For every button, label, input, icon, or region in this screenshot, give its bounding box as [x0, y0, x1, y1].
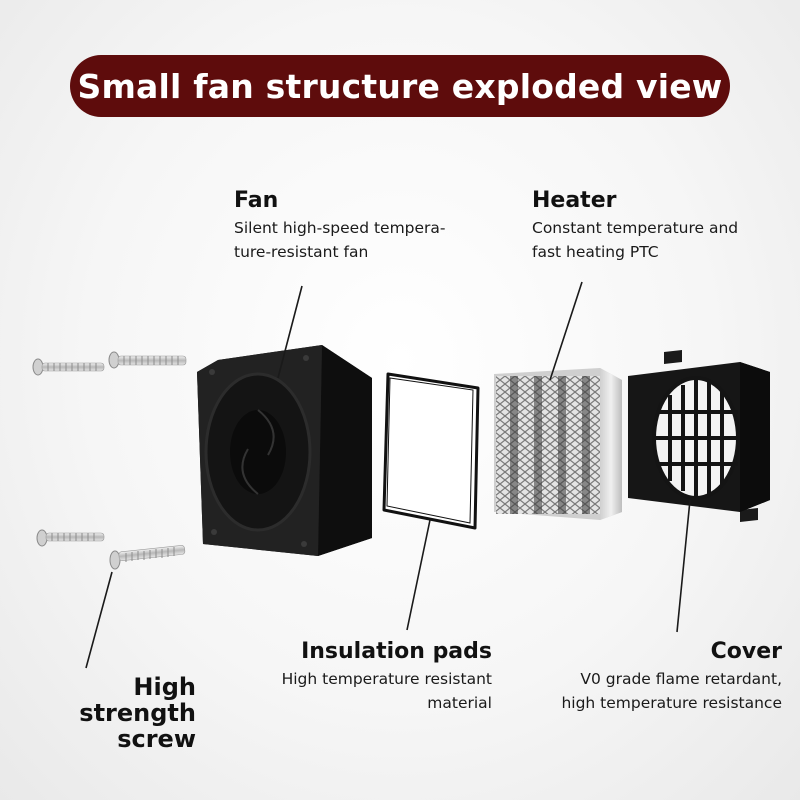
cover-label: Cover V0 grade flame retardant, high tem… [520, 637, 782, 715]
screw-label: High strength screw [10, 674, 196, 752]
insulation-pads-title: Insulation pads [301, 639, 492, 664]
fan-label: Fan Silent high-speed tempera- ture-resi… [234, 186, 504, 264]
screw-title-line1: High strength [79, 673, 196, 727]
screw-bottom-left [36, 529, 105, 547]
cover-title: Cover [710, 639, 782, 664]
insulation-pads-desc-line1: High temperature resistant [281, 670, 492, 688]
insulation-pad-part [382, 372, 480, 530]
cover-desc-line2: high temperature resistance [561, 694, 782, 712]
leader-lines [85, 281, 691, 669]
fan-part [197, 345, 372, 556]
fan-desc-line1: Silent high-speed tempera- [234, 219, 446, 237]
heater-title: Heater [532, 188, 617, 213]
insulation-pads-desc-line2: material [427, 694, 492, 712]
screw-title-line2: screw [117, 725, 196, 753]
insulation-pads-label: Insulation pads High temperature resista… [240, 637, 492, 715]
title-banner: Small fan structure exploded view [70, 55, 730, 117]
heater-desc-line1: Constant temperature and [532, 219, 739, 237]
screw-top-right [108, 351, 187, 369]
heater-part [494, 368, 622, 520]
screw-bottom-right [109, 545, 186, 570]
heater-desc-line2: fast heating PTC [532, 243, 659, 261]
screw-top-left [32, 358, 105, 376]
fan-title: Fan [234, 188, 279, 213]
page-title: Small fan structure exploded view [77, 66, 723, 106]
cover-desc-line1: V0 grade flame retardant, [580, 670, 782, 688]
heater-label: Heater Constant temperature and fast hea… [532, 186, 797, 264]
fan-desc-line2: ture-resistant fan [234, 243, 369, 261]
cover-part [628, 350, 770, 522]
